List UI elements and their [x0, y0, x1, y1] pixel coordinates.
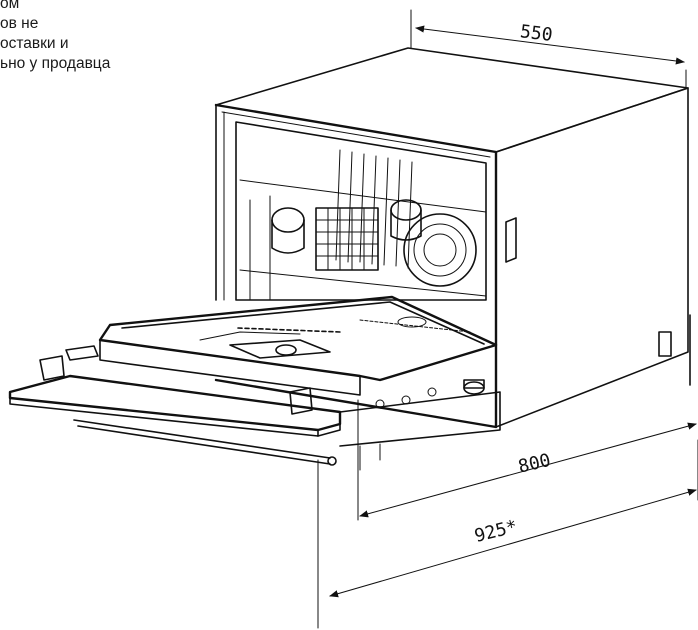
interior-racks [235, 121, 487, 333]
depth-dimension-label: 800 [516, 450, 552, 478]
open-door [98, 295, 498, 409]
open-depth-dimension-label: 925* [472, 516, 519, 547]
note-line-3: оставки и [0, 35, 69, 52]
width-dimension-label: 550 [519, 21, 554, 46]
note-line-2: ов не [0, 15, 39, 32]
width-dimension-line [415, 25, 685, 65]
dishwasher-body [214, 47, 691, 429]
dimension-lines: 550 800 925* [317, 9, 698, 629]
open-depth-dimension-line [329, 488, 697, 598]
note-line-1: ом [0, 0, 20, 12]
note-line-4: ьно у продавца [0, 55, 111, 72]
cropped-note-text: ом ов не оставки и ьно у продавца [0, 0, 110, 74]
sliding-shelf [8, 345, 501, 471]
